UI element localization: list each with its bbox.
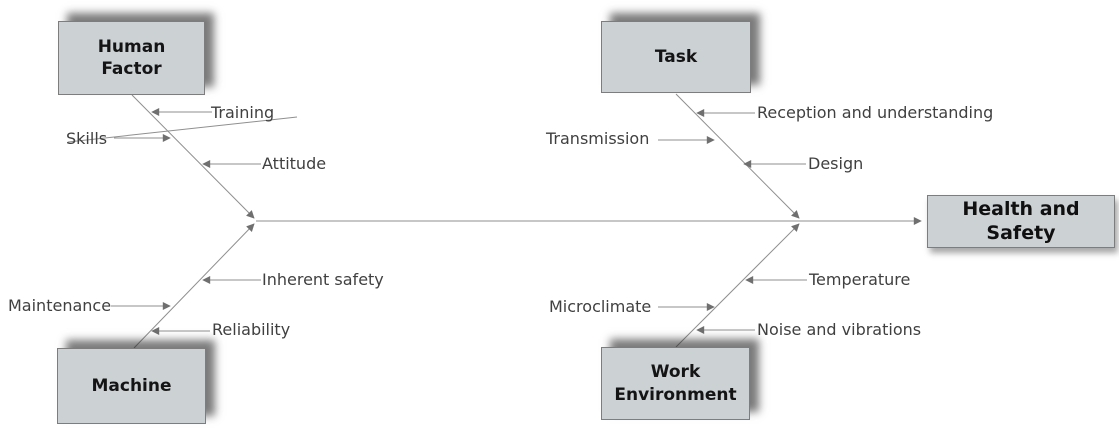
cause-label-transmission: Transmission	[546, 129, 650, 148]
skills-stray-line	[67, 116, 298, 143]
category-box-machine: Machine	[57, 348, 206, 424]
cause-label-temperature: Temperature	[809, 270, 911, 289]
cause-label-reception-and-understanding: Reception and understanding	[757, 103, 994, 122]
cause-label-inherent-safety: Inherent safety	[262, 270, 384, 289]
category-box-task: Task	[601, 21, 751, 93]
cause-label-maintenance: Maintenance	[8, 296, 112, 315]
category-box-human-factor: Human Factor	[58, 21, 205, 95]
cause-label-attitude: Attitude	[262, 154, 327, 173]
cause-label-noise-and-vibrations: Noise and vibrations	[757, 320, 922, 339]
cause-label-design: Design	[808, 154, 864, 173]
effect-box-health-and-safety: Health and Safety	[927, 195, 1115, 248]
cause-label-skills: Skills	[66, 129, 108, 148]
cause-label-training: Training	[211, 103, 275, 122]
category-box-work-environment: Work Environment	[601, 347, 750, 420]
cause-label-microclimate: Microclimate	[549, 297, 652, 316]
cause-label-reliability: Reliability	[212, 320, 291, 339]
